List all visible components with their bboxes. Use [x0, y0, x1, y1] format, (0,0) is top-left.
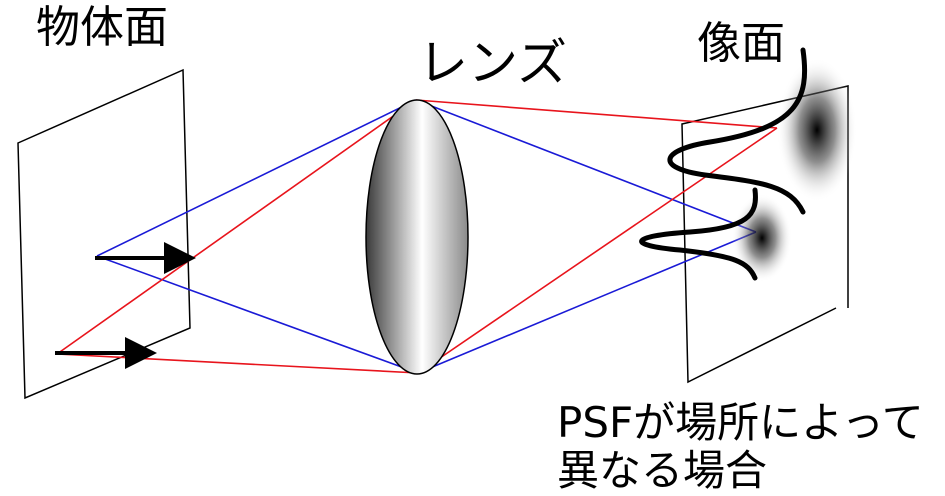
blue-rays — [96, 99, 757, 374]
psf-curve-lower — [639, 187, 758, 281]
psf-curve-upper — [667, 47, 808, 215]
lens — [365, 99, 469, 375]
image-plane-label: 像面 — [697, 18, 785, 69]
psf-blur-lower — [732, 194, 792, 282]
lens-label: レンズ — [418, 34, 567, 92]
object-plane — [17, 68, 191, 400]
red-rays — [56, 99, 778, 374]
object-plane-label: 物体面 — [36, 2, 168, 53]
caption-line-1: PSFが場所によって — [557, 398, 924, 447]
psf-blur-upper — [777, 58, 857, 202]
caption-line-2: 異なる場合 — [557, 446, 768, 495]
